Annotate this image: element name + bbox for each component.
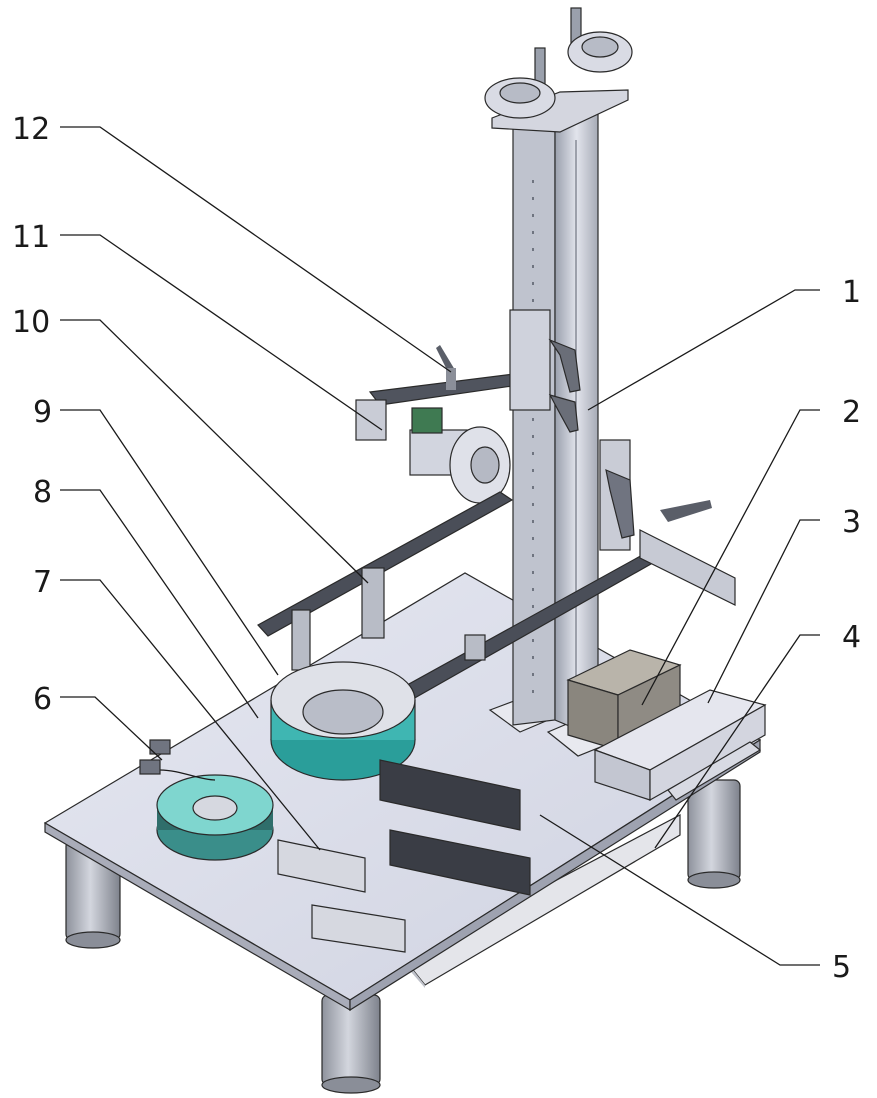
callout-7: 7 — [33, 565, 52, 600]
callout-3: 3 — [842, 505, 861, 540]
callout-5: 5 — [832, 950, 851, 985]
vertical-column — [512, 109, 599, 739]
callout-4: 4 — [842, 620, 861, 655]
small-ring-light — [139, 739, 274, 861]
bar-lights — [379, 759, 531, 896]
callout-9: 9 — [33, 395, 52, 430]
callout-labels: 1 2 3 4 5 6 7 8 9 10 11 12 — [12, 112, 861, 985]
upper-arm — [355, 309, 581, 504]
leader-lines — [60, 126, 820, 966]
mount-bracket — [667, 741, 762, 801]
callout-11: 11 — [12, 220, 50, 255]
callout-10: 10 — [12, 305, 50, 340]
bar-light-brackets — [277, 839, 406, 953]
right-arm — [599, 439, 736, 606]
column-top — [484, 7, 633, 133]
callout-1: 1 — [842, 275, 861, 310]
large-ring-light — [270, 661, 416, 781]
callout-8: 8 — [33, 475, 52, 510]
callout-6: 6 — [33, 682, 52, 717]
callout-2: 2 — [842, 395, 861, 430]
callout-12: 12 — [12, 112, 50, 147]
table-legs — [65, 779, 741, 1094]
